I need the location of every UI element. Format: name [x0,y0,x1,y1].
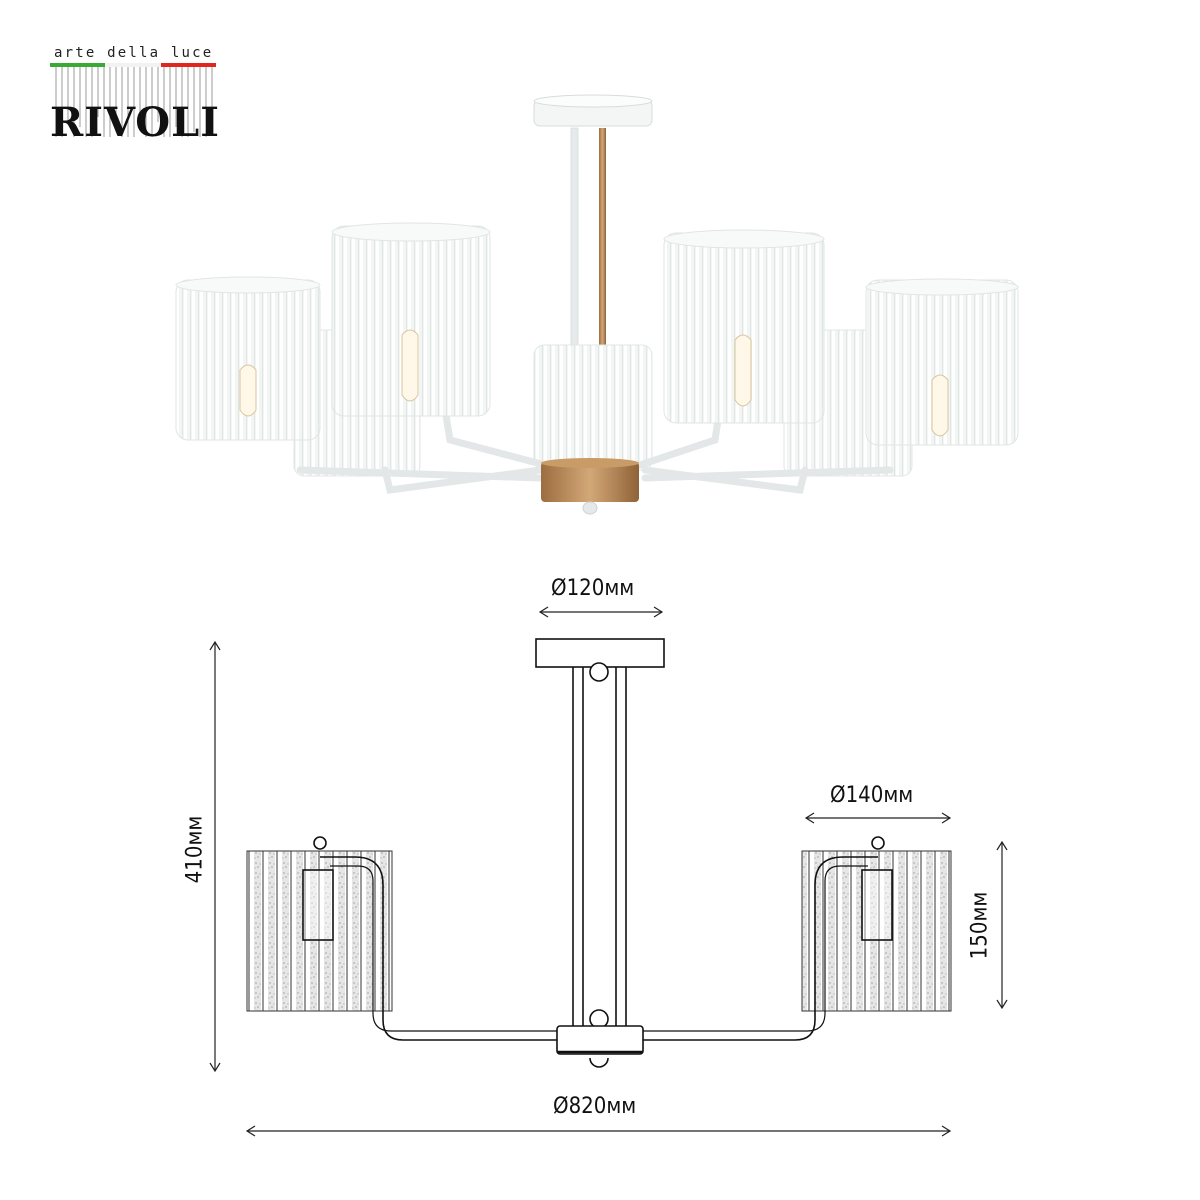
photo-brass-rod [599,128,606,468]
label-total-height: 410мм [182,815,208,883]
flag-bar-red [161,63,216,67]
brand-name: RIVOLI [50,99,220,146]
photo-canopy [533,94,653,127]
label-canopy-diameter: Ø120мм [551,576,635,601]
flag-bar-white [105,63,161,67]
photo-shade-front-right [663,229,825,424]
photo-shade-front-far-right [865,278,1019,446]
photo-arms [296,406,894,494]
photo-brass-hub [541,458,639,515]
label-total-height-wrap: 410мм [155,815,235,883]
photo-shade-front-left [331,222,491,417]
brand-tagline: arte della luce [54,45,214,61]
label-shade-height-wrap: 150мм [940,891,1020,959]
label-shade-diameter: Ø140мм [830,783,914,808]
label-total-diameter: Ø820мм [553,1094,637,1119]
label-shade-height: 150мм [967,891,993,959]
product-photo [175,94,1019,515]
flag-bar-green [50,63,105,67]
logo-barcode-lines [55,67,213,137]
photo-shade-front-far-left [175,276,321,441]
brand-logo: arte della luce RIVOLI [50,45,220,155]
